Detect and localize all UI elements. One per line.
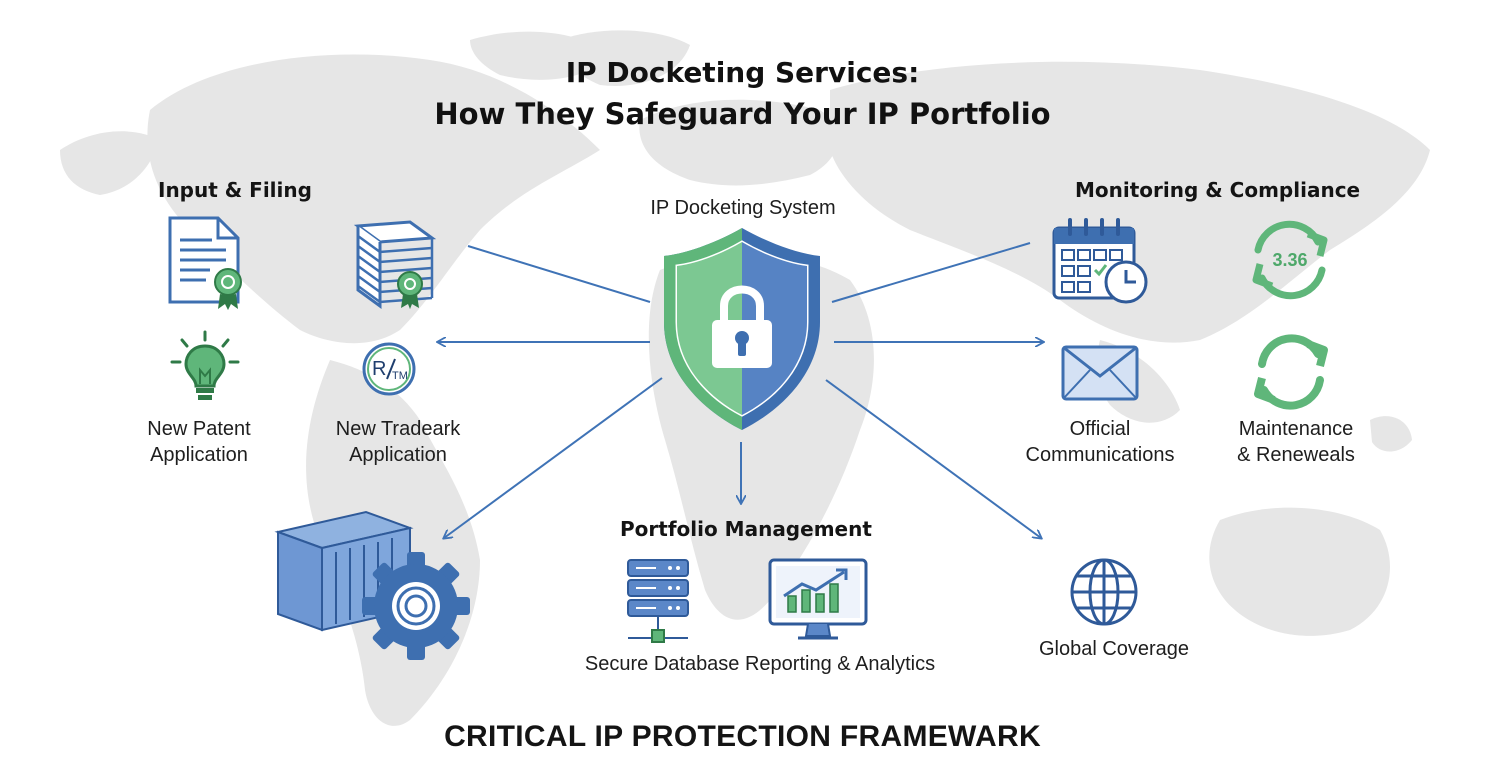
globe-icon [1070, 558, 1138, 626]
envelope-icon [1061, 345, 1139, 401]
arrow-to-archive [444, 377, 663, 538]
official-communications-label: Official Communications [1025, 418, 1175, 466]
archive-gear-icon [274, 510, 470, 660]
svg-text:TM: TM [392, 370, 408, 382]
analytics-monitor-icon [768, 558, 868, 640]
monitoring-heading: Monitoring & Compliance [1075, 178, 1361, 202]
input-filing-heading: Input & Filing [158, 178, 312, 202]
document-stack-icon [353, 220, 437, 309]
svg-text:R: R [372, 358, 386, 380]
global-coverage-label: Global Coverage [1038, 638, 1190, 660]
new-trademark-label: New Tradeark Application [335, 418, 461, 466]
maintenance-renewals-label: Maintenance & Reneweals [1237, 418, 1355, 466]
arrow-to-global [825, 379, 1041, 538]
connector-to-document-stack [467, 245, 651, 303]
connector-to-calendar [831, 242, 1031, 303]
database-server-icon [627, 559, 689, 643]
page-title-line-2: How They Safeguard Your IP Portfolio [434, 97, 1051, 131]
renewal-cycle-icon [1254, 334, 1328, 410]
trademark-icon: R TM [362, 342, 416, 396]
new-patent-label: New Patent Application [147, 418, 251, 466]
calendar-clock-icon [1052, 218, 1148, 304]
portfolio-items-label: Secure Database Reporting & Analytics [584, 653, 936, 675]
renewal-counter-text: 3.36 [1272, 250, 1307, 270]
lightbulb-icon [170, 330, 240, 400]
portfolio-heading: Portfolio Management [620, 517, 872, 541]
certificate-document-icon [168, 216, 242, 310]
renewal-counter-icon: 3.36 [1252, 220, 1328, 300]
center-label: IP Docketing System [650, 197, 836, 219]
shield-lock-icon [664, 228, 820, 430]
footer-title: CRITICAL IP PROTECTION FRAMEWARK [444, 720, 1041, 753]
page-title-line-1: IP Docketing Services: [565, 56, 920, 89]
